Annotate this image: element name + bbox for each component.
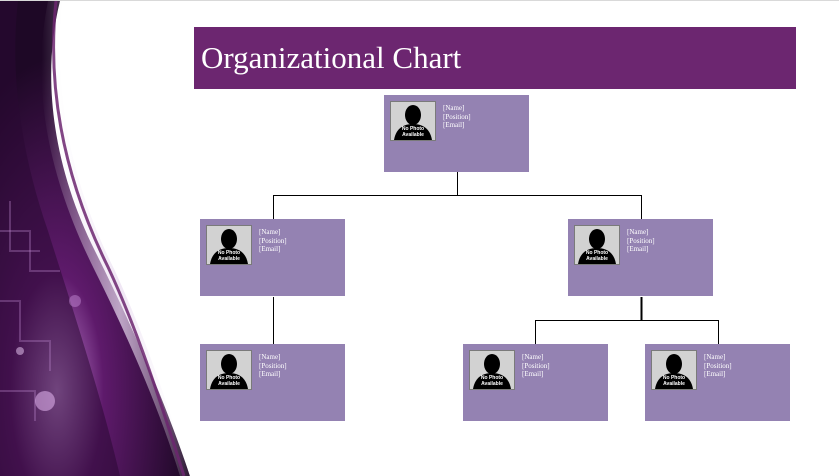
org-node-right-manager[interactable]: No Photo Available [Name] [Position] [Em…	[568, 219, 713, 296]
node-name: [Name]	[522, 353, 544, 361]
node-info: [Name] [Position] [Email]	[259, 353, 287, 379]
node-position: [Position]	[259, 361, 287, 370]
node-email: [Email]	[627, 245, 649, 253]
node-name: [Name]	[704, 353, 726, 361]
org-node-left-report[interactable]: No Photo Available [Name] [Position] [Em…	[200, 344, 345, 421]
decorative-swirl-graphic	[0, 1, 200, 476]
org-node-right-report-1[interactable]: No Photo Available [Name] [Position] [Em…	[463, 344, 608, 421]
no-photo-placeholder: No Photo Available	[206, 225, 252, 265]
node-position: [Position]	[443, 112, 471, 121]
node-position: [Position]	[522, 361, 550, 370]
person-silhouette-icon	[575, 226, 619, 264]
node-info: [Name] [Position] [Email]	[259, 228, 287, 254]
person-silhouette-icon	[652, 351, 696, 389]
org-node-right-report-2[interactable]: No Photo Available [Name] [Position] [Em…	[645, 344, 790, 421]
node-email: [Email]	[443, 121, 465, 129]
node-info: [Name] [Position] [Email]	[704, 353, 732, 379]
no-photo-placeholder: No Photo Available	[469, 350, 515, 390]
title-bar: Organizational Chart	[194, 27, 796, 89]
person-silhouette-icon	[207, 226, 251, 264]
node-email: [Email]	[522, 370, 544, 378]
node-name: [Name]	[627, 228, 649, 236]
node-email: [Email]	[259, 245, 281, 253]
org-node-root[interactable]: No Photo Available [Name] [Position] [Em…	[384, 95, 529, 172]
person-silhouette-icon	[470, 351, 514, 389]
node-email: [Email]	[259, 370, 281, 378]
node-position: [Position]	[259, 236, 287, 245]
no-photo-placeholder: No Photo Available	[574, 225, 620, 265]
node-email: [Email]	[704, 370, 726, 378]
node-info: [Name] [Position] [Email]	[443, 104, 471, 130]
org-node-left-manager[interactable]: No Photo Available [Name] [Position] [Em…	[200, 219, 345, 296]
page-title: Organizational Chart	[201, 40, 462, 75]
node-name: [Name]	[259, 353, 281, 361]
node-name: [Name]	[259, 228, 281, 236]
node-position: [Position]	[627, 236, 655, 245]
no-photo-placeholder: No Photo Available	[206, 350, 252, 390]
person-silhouette-icon	[391, 102, 435, 140]
person-silhouette-icon	[207, 351, 251, 389]
node-position: [Position]	[704, 361, 732, 370]
no-photo-placeholder: No Photo Available	[651, 350, 697, 390]
no-photo-placeholder: No Photo Available	[390, 101, 436, 141]
node-name: [Name]	[443, 104, 465, 112]
node-info: [Name] [Position] [Email]	[627, 228, 655, 254]
node-info: [Name] [Position] [Email]	[522, 353, 550, 379]
